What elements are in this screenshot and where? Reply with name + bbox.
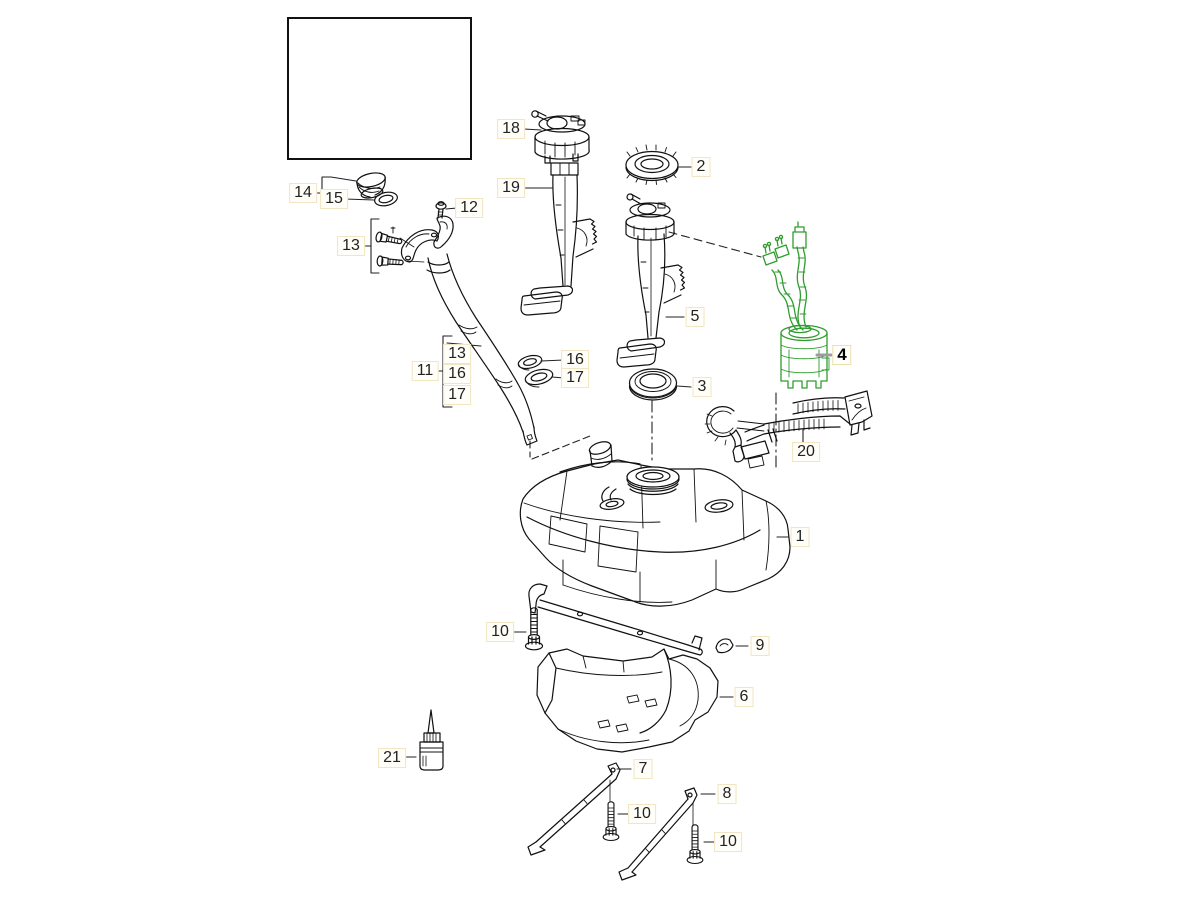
part-14-15-drawing	[356, 172, 398, 207]
part-3-drawing	[628, 368, 678, 401]
part-label-11[interactable]: 11	[411, 361, 439, 381]
part-label-6[interactable]: 6	[734, 687, 754, 707]
part-label-11-sub-13[interactable]: 13	[443, 344, 471, 364]
part-label-8[interactable]: 8	[717, 784, 737, 804]
part-7-strap-drawing	[527, 762, 621, 856]
part-label-5[interactable]: 5	[685, 307, 705, 327]
part-label-11-sub-17[interactable]: 17	[443, 385, 471, 405]
part-6-plate-drawing	[536, 648, 719, 753]
part-20-drawing	[704, 390, 873, 469]
part-18-drawing	[531, 110, 590, 164]
part-label-12[interactable]: 12	[455, 198, 483, 218]
part-10c-bolt-drawing	[686, 824, 704, 865]
part-label-16[interactable]: 16	[561, 350, 589, 370]
part-label-2[interactable]: 2	[691, 157, 711, 177]
part-label-7[interactable]: 7	[633, 759, 653, 779]
part-4-fuel-pump-drawing	[762, 221, 830, 389]
part-10b-bolt-drawing	[602, 801, 620, 842]
part-21-bottle-drawing	[419, 709, 444, 771]
part-label-13[interactable]: 13	[337, 236, 365, 256]
part-label-10a[interactable]: 10	[486, 622, 514, 642]
callout-leaders	[312, 128, 804, 843]
part-19-drawing	[520, 162, 598, 316]
part-label-15[interactable]: 15	[320, 189, 348, 209]
part-16-17-drawing	[517, 354, 554, 388]
part-8-strap-drawing	[618, 787, 698, 881]
part-label-3[interactable]: 3	[692, 377, 712, 397]
part-label-19[interactable]: 19	[497, 178, 525, 198]
part-label-21[interactable]: 21	[378, 748, 406, 768]
part-1-fuel-tank-drawing	[519, 441, 791, 607]
part-5-drawing	[616, 193, 686, 368]
part-label-18[interactable]: 18	[497, 119, 525, 139]
part-9-strap-drawing	[528, 583, 734, 656]
part-label-4-selected[interactable]: 4	[832, 345, 852, 365]
car-inset-box	[287, 17, 472, 160]
part-label-11-sub-16[interactable]: 16	[443, 364, 471, 384]
filler-pipe-drawing	[426, 253, 538, 446]
part-12-drawing	[435, 201, 447, 219]
part-2-drawing	[625, 144, 679, 185]
part-10a-bolt-drawing	[524, 607, 544, 651]
part-label-17[interactable]: 17	[561, 368, 589, 388]
part-13-drawing	[374, 215, 454, 269]
part-label-20[interactable]: 20	[792, 442, 820, 462]
part-label-9[interactable]: 9	[750, 636, 770, 656]
part-label-1[interactable]: 1	[790, 527, 810, 547]
part-label-10b[interactable]: 10	[628, 804, 656, 824]
part-label-10c[interactable]: 10	[714, 832, 742, 852]
part-label-14[interactable]: 14	[289, 183, 317, 203]
